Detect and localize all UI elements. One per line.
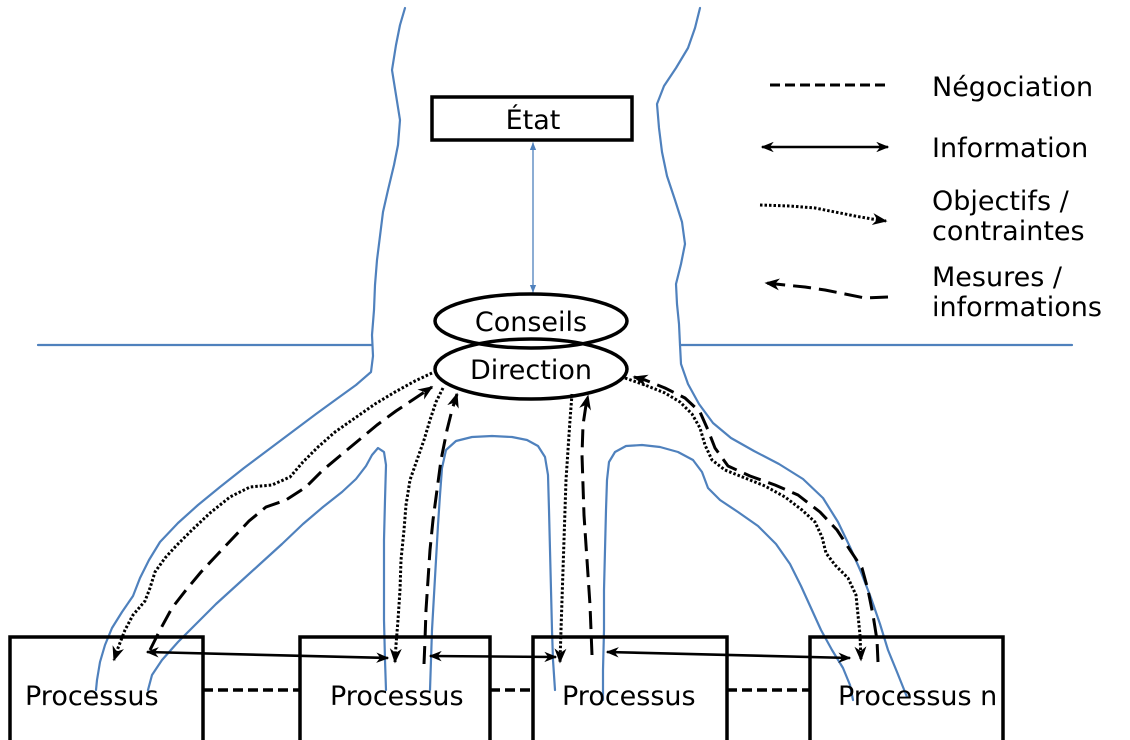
root-1-inner-edge	[146, 446, 388, 692]
root-2-3-arch	[428, 434, 557, 692]
measures-flow-2	[422, 392, 459, 665]
process-label-4: Processus n	[838, 681, 997, 712]
legend-information-label: Information	[932, 133, 1088, 164]
legend-measures-label-line1: Mesures /	[932, 262, 1063, 293]
councils-label: Conseils	[475, 307, 587, 338]
information-link-2-3	[428, 650, 558, 663]
councils-ellipse	[433, 292, 629, 350]
process-label-1: Processus	[25, 681, 159, 712]
state-box	[430, 95, 634, 142]
information-link-1-2	[145, 647, 390, 663]
objectives-flow-4	[624, 376, 867, 662]
tree-outline	[36, 6, 1074, 702]
legend-measures-label-line2: informations	[932, 292, 1102, 323]
information-link-3-4	[605, 647, 852, 663]
legend-negotiation-label: Négociation	[932, 72, 1093, 103]
trunk-left-edge	[94, 6, 407, 692]
legend-objectives-arrow	[759, 203, 888, 226]
legend: Négociation Information Objectifs / cont…	[759, 72, 1102, 323]
state-node: État	[430, 95, 634, 142]
objectives-flow-1	[112, 371, 433, 662]
direction-ellipse	[433, 337, 629, 401]
legend-measures-arrow	[764, 278, 889, 300]
state-label: État	[506, 104, 561, 136]
objectives-flow-2	[389, 387, 445, 664]
root-flows	[112, 371, 880, 665]
process-label-3: Processus	[562, 681, 696, 712]
legend-objectives-label-line2: contraintes	[932, 216, 1085, 247]
governance-nodes: Conseils Direction	[433, 292, 629, 401]
measures-flow-1	[148, 385, 434, 651]
legend-objectives-label-line1: Objectifs /	[932, 186, 1070, 217]
direction-label: Direction	[470, 355, 592, 386]
measures-flow-4	[632, 374, 880, 663]
root-3-4-arch	[601, 443, 855, 702]
process-label-2: Processus	[330, 681, 464, 712]
measures-flow-3	[579, 394, 594, 656]
information-links	[145, 647, 852, 663]
objectives-flow-3	[554, 393, 574, 664]
